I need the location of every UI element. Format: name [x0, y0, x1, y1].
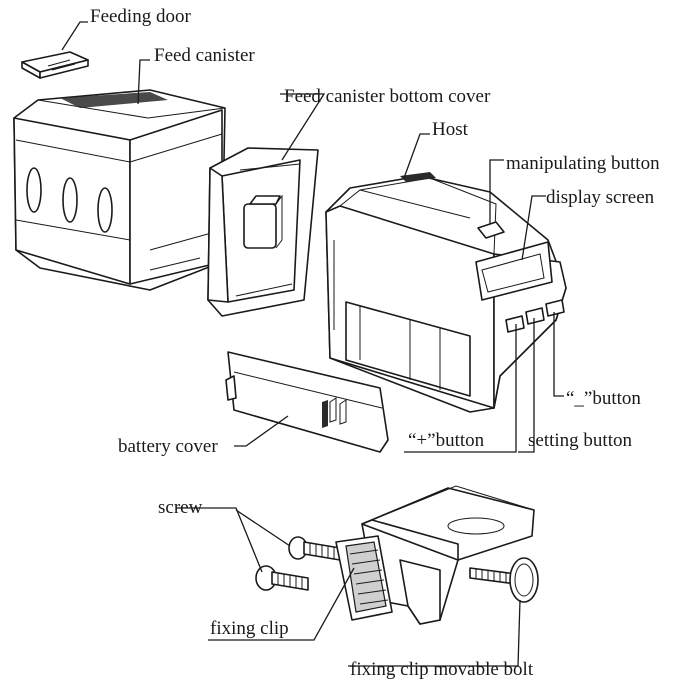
- label-host: Host: [432, 119, 468, 140]
- label-setting-button: setting button: [528, 430, 632, 451]
- label-plus-button: “+”button: [408, 430, 485, 451]
- label-screw: screw: [158, 497, 203, 518]
- label-battery-cover: battery cover: [118, 436, 218, 457]
- screws: [255, 536, 341, 591]
- label-feed-canister: Feed canister: [154, 45, 255, 66]
- label-fixing-clip-movable-bolt: fixing clip movable bolt: [350, 659, 534, 680]
- host-unit: [325, 172, 567, 413]
- leader-lines: [61, 21, 564, 667]
- feeding-door: [21, 51, 89, 79]
- label-display-screen: display screen: [546, 187, 655, 208]
- label-feeding-door: Feeding door: [90, 6, 191, 27]
- label-fixing-clip: fixing clip: [210, 618, 289, 639]
- feed-canister: [13, 89, 226, 291]
- label-manipulating-button: manipulating button: [506, 153, 660, 174]
- feed-canister-bottom-cover: [207, 147, 319, 317]
- fixing-clip: [335, 485, 539, 625]
- battery-cover: [225, 351, 389, 453]
- label-minus-button: “_”button: [566, 388, 641, 409]
- label-feed-canister-bottom-cover: Feed canister bottom cover: [284, 86, 491, 107]
